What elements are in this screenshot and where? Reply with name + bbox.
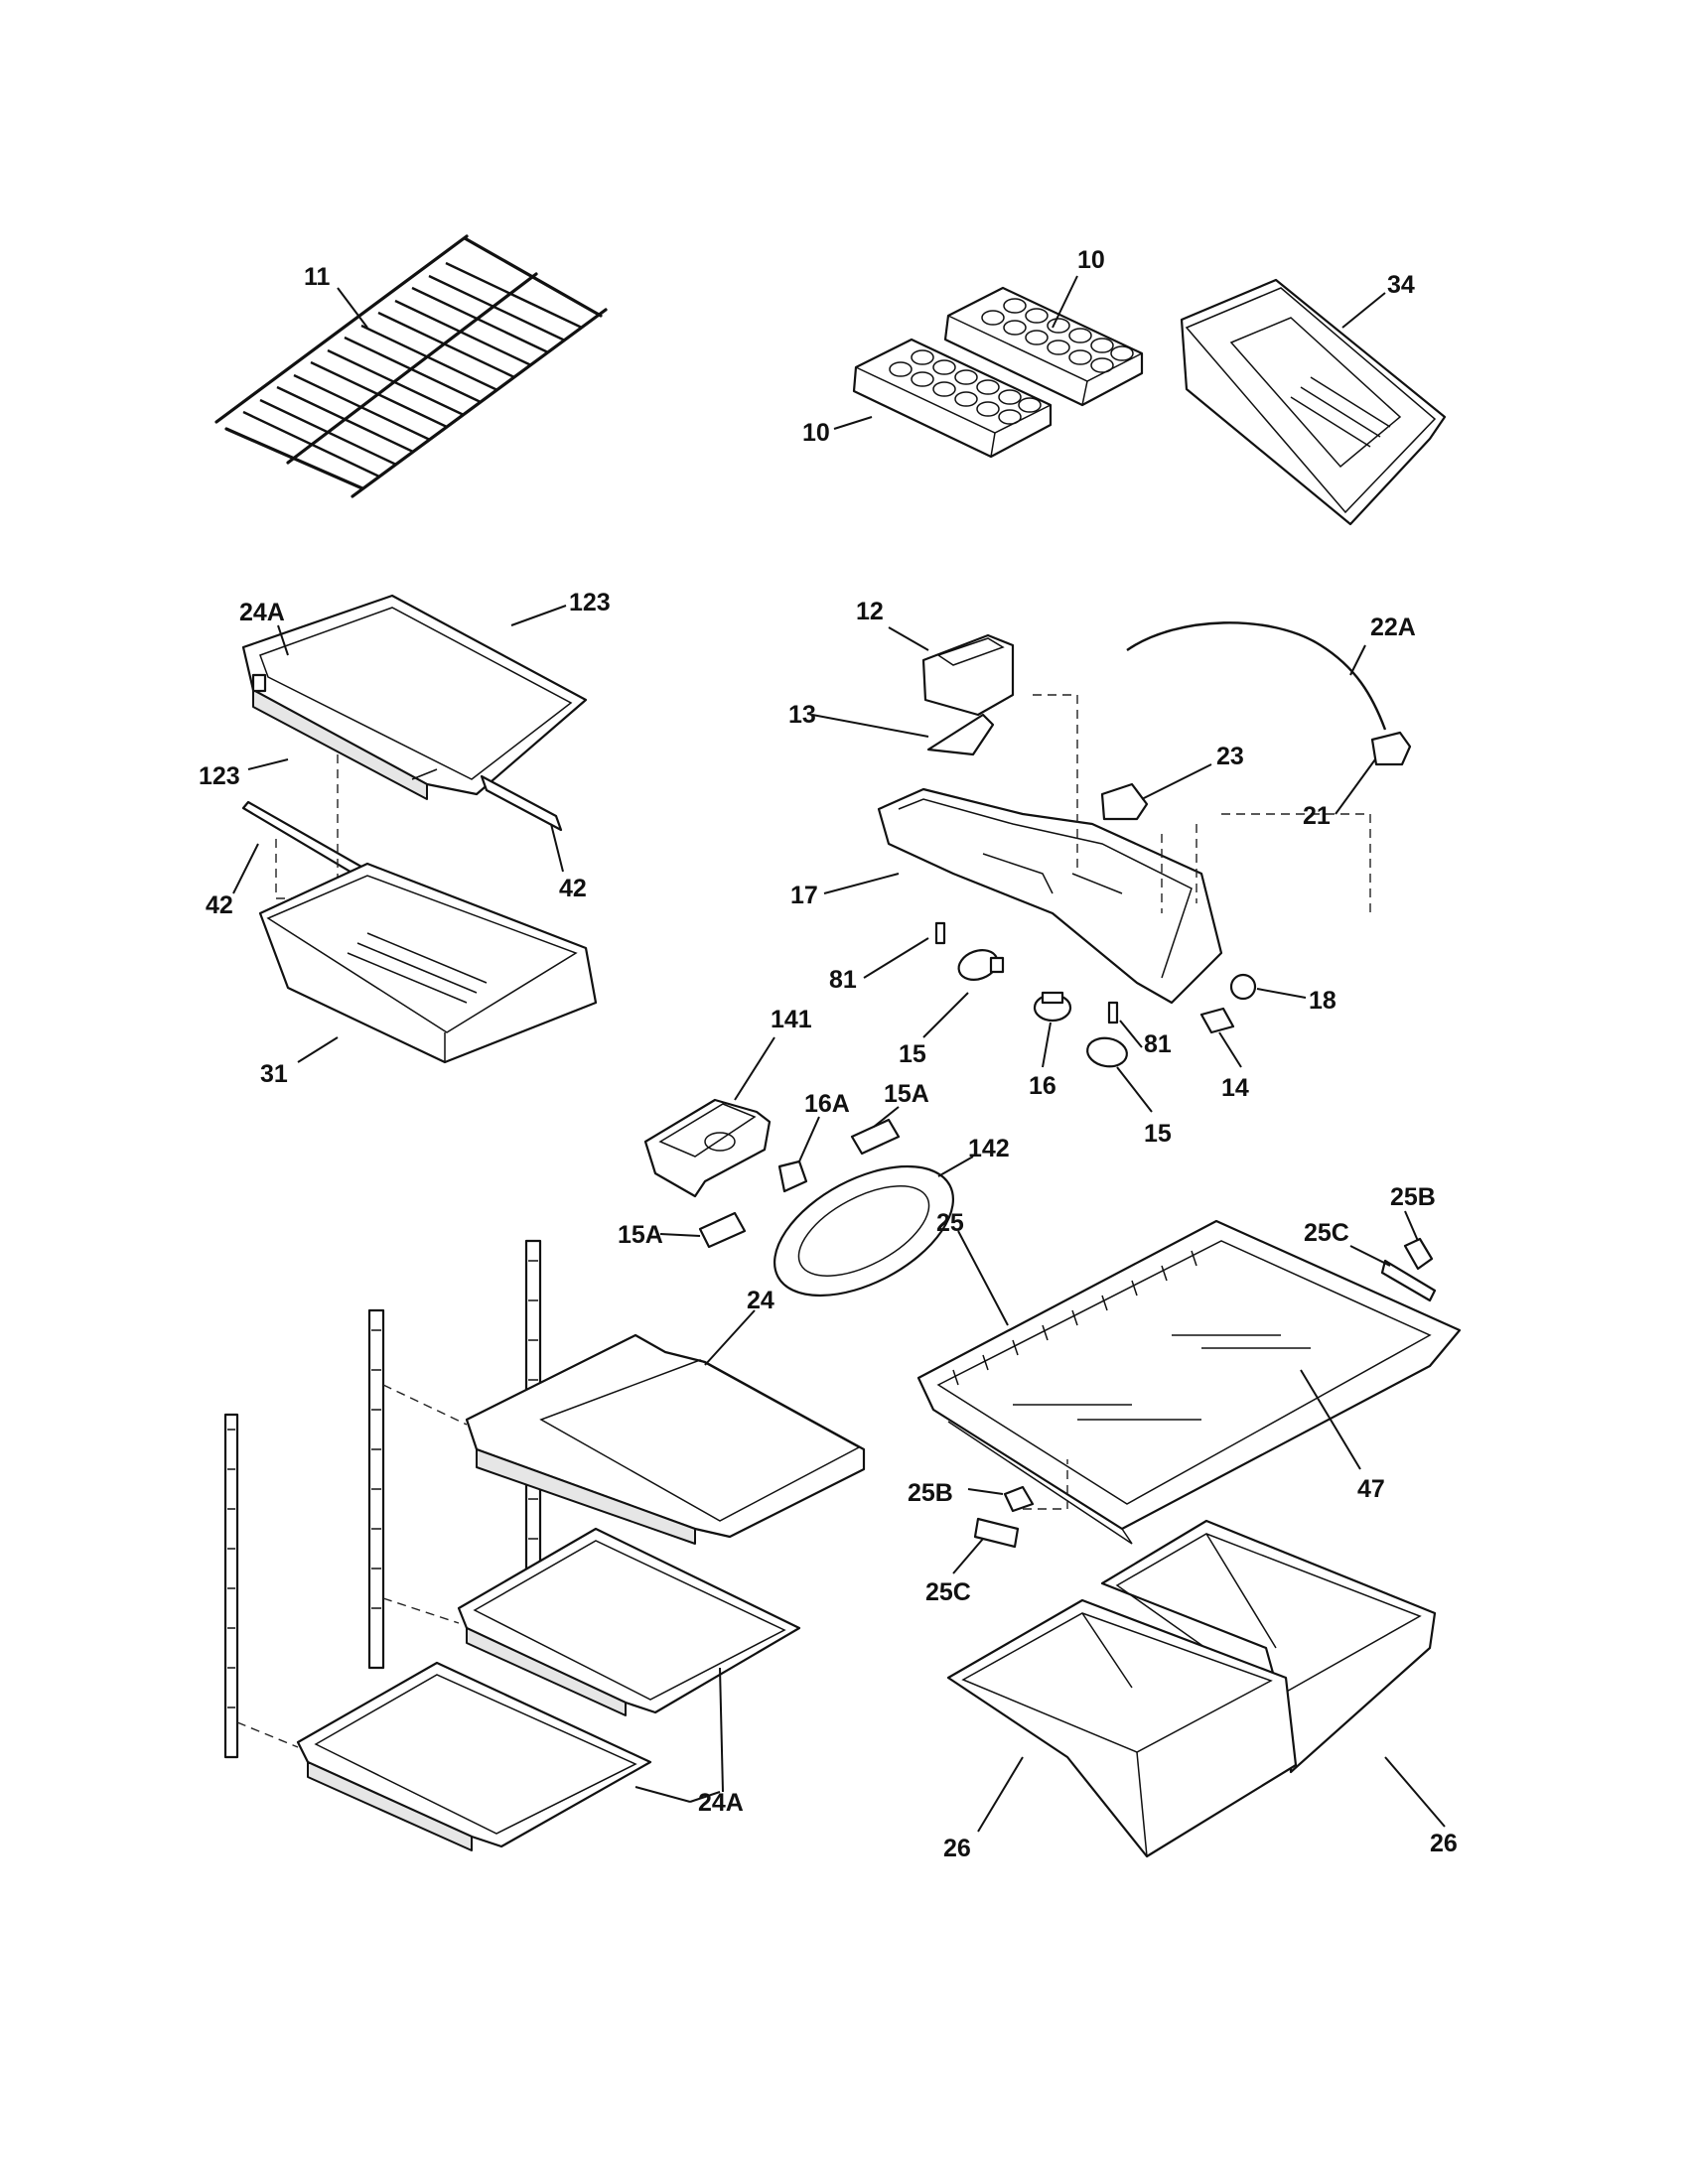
- glass-shelf-part-24a-middle: [457, 1527, 801, 1716]
- callout-15-lower: 15: [1144, 1120, 1172, 1148]
- callout-123-lower: 123: [199, 762, 240, 790]
- shelf-support-part-42-right: [480, 774, 563, 832]
- bulb-part-15a-lower: [698, 1211, 747, 1249]
- light-housing-part-17: [877, 787, 1223, 1005]
- callout-31: 31: [260, 1060, 288, 1088]
- callout-24: 24: [747, 1287, 774, 1314]
- callout-81-right: 81: [1144, 1030, 1172, 1058]
- shelf-rail-left: [223, 1413, 239, 1759]
- callout-25c-lower: 25C: [925, 1578, 971, 1606]
- bulb-part-15-upper: [957, 949, 1005, 981]
- callout-15a-upper: 15A: [884, 1080, 929, 1108]
- crisper-drawer-part-26-left: [946, 1598, 1298, 1858]
- callout-26-left: 26: [943, 1835, 971, 1862]
- callout-42-right: 42: [559, 875, 587, 902]
- connector-part-21: [1370, 731, 1412, 766]
- callout-23: 23: [1216, 743, 1244, 770]
- callout-22a: 22A: [1370, 614, 1416, 641]
- callout-labels: 11 10 10 34 24A 123 123 42 42 31 12 22A …: [199, 246, 1458, 1862]
- wire-harness-part-22a: [1126, 621, 1387, 731]
- callout-21: 21: [1303, 802, 1331, 830]
- callout-14: 14: [1221, 1074, 1249, 1102]
- damper-part-23: [1100, 782, 1149, 821]
- clip-part-25b-upper: [1403, 1237, 1434, 1271]
- callout-17: 17: [790, 882, 818, 909]
- ice-tray-part-10-lower: [852, 338, 1053, 459]
- socket-part-18: [1229, 973, 1257, 1001]
- ice-bin-part-34: [1180, 278, 1447, 526]
- callout-10-upper: 10: [1077, 246, 1105, 274]
- shelf-part-24: [465, 1333, 866, 1545]
- bracket-part-25c-upper: [1380, 1259, 1437, 1302]
- bulb-part-15-lower: [1086, 1036, 1128, 1068]
- glass-shelf-part-24a-upper: [241, 594, 588, 800]
- callout-10-lower: 10: [802, 419, 830, 447]
- callout-26-right: 26: [1430, 1830, 1458, 1857]
- screw-part-81-left: [934, 921, 946, 945]
- callout-25: 25: [936, 1209, 964, 1237]
- callout-24a-upper: 24A: [239, 599, 285, 626]
- glass-shelf-part-24a-lower: [296, 1661, 652, 1851]
- flap-part-13: [926, 713, 995, 756]
- pan-part-31: [258, 862, 598, 1064]
- light-lens-part-142: [773, 1164, 955, 1297]
- callout-16: 16: [1029, 1072, 1056, 1100]
- callout-34: 34: [1387, 271, 1415, 299]
- callout-25b-upper: 25B: [1390, 1183, 1436, 1211]
- clip-part-25b-lower: [1003, 1485, 1035, 1513]
- callout-12: 12: [856, 598, 884, 625]
- callout-24a-lower: 24A: [698, 1789, 744, 1817]
- callout-141: 141: [771, 1006, 812, 1033]
- switch-part-14: [1199, 1007, 1235, 1034]
- socket-part-16: [1033, 991, 1072, 1023]
- callout-11: 11: [304, 263, 331, 291]
- callout-42-left: 42: [206, 891, 233, 919]
- callout-13: 13: [788, 701, 816, 729]
- ice-tray-part-10-upper: [943, 286, 1144, 407]
- shelf-rail-middle: [367, 1308, 385, 1670]
- callout-47: 47: [1357, 1475, 1385, 1503]
- screw-part-81-right: [1107, 1001, 1119, 1024]
- callout-123-upper: 123: [569, 589, 611, 616]
- callout-142: 142: [968, 1135, 1010, 1162]
- callout-81-left: 81: [829, 966, 857, 994]
- callout-16a: 16A: [804, 1090, 850, 1118]
- bracket-part-25c-lower: [973, 1517, 1020, 1549]
- socket-part-16a: [777, 1160, 808, 1193]
- wire-shelf-part-11: [214, 234, 608, 498]
- callout-15-upper: 15: [899, 1040, 926, 1068]
- callout-18: 18: [1309, 987, 1336, 1015]
- callout-15a-lower: 15A: [618, 1221, 663, 1249]
- crisper-cover-part-25: [916, 1219, 1462, 1545]
- callout-25c-upper: 25C: [1304, 1219, 1349, 1247]
- light-shield-part-141: [643, 1098, 772, 1198]
- ice-chute-part-12: [921, 633, 1015, 717]
- callout-25b-lower: 25B: [908, 1479, 953, 1507]
